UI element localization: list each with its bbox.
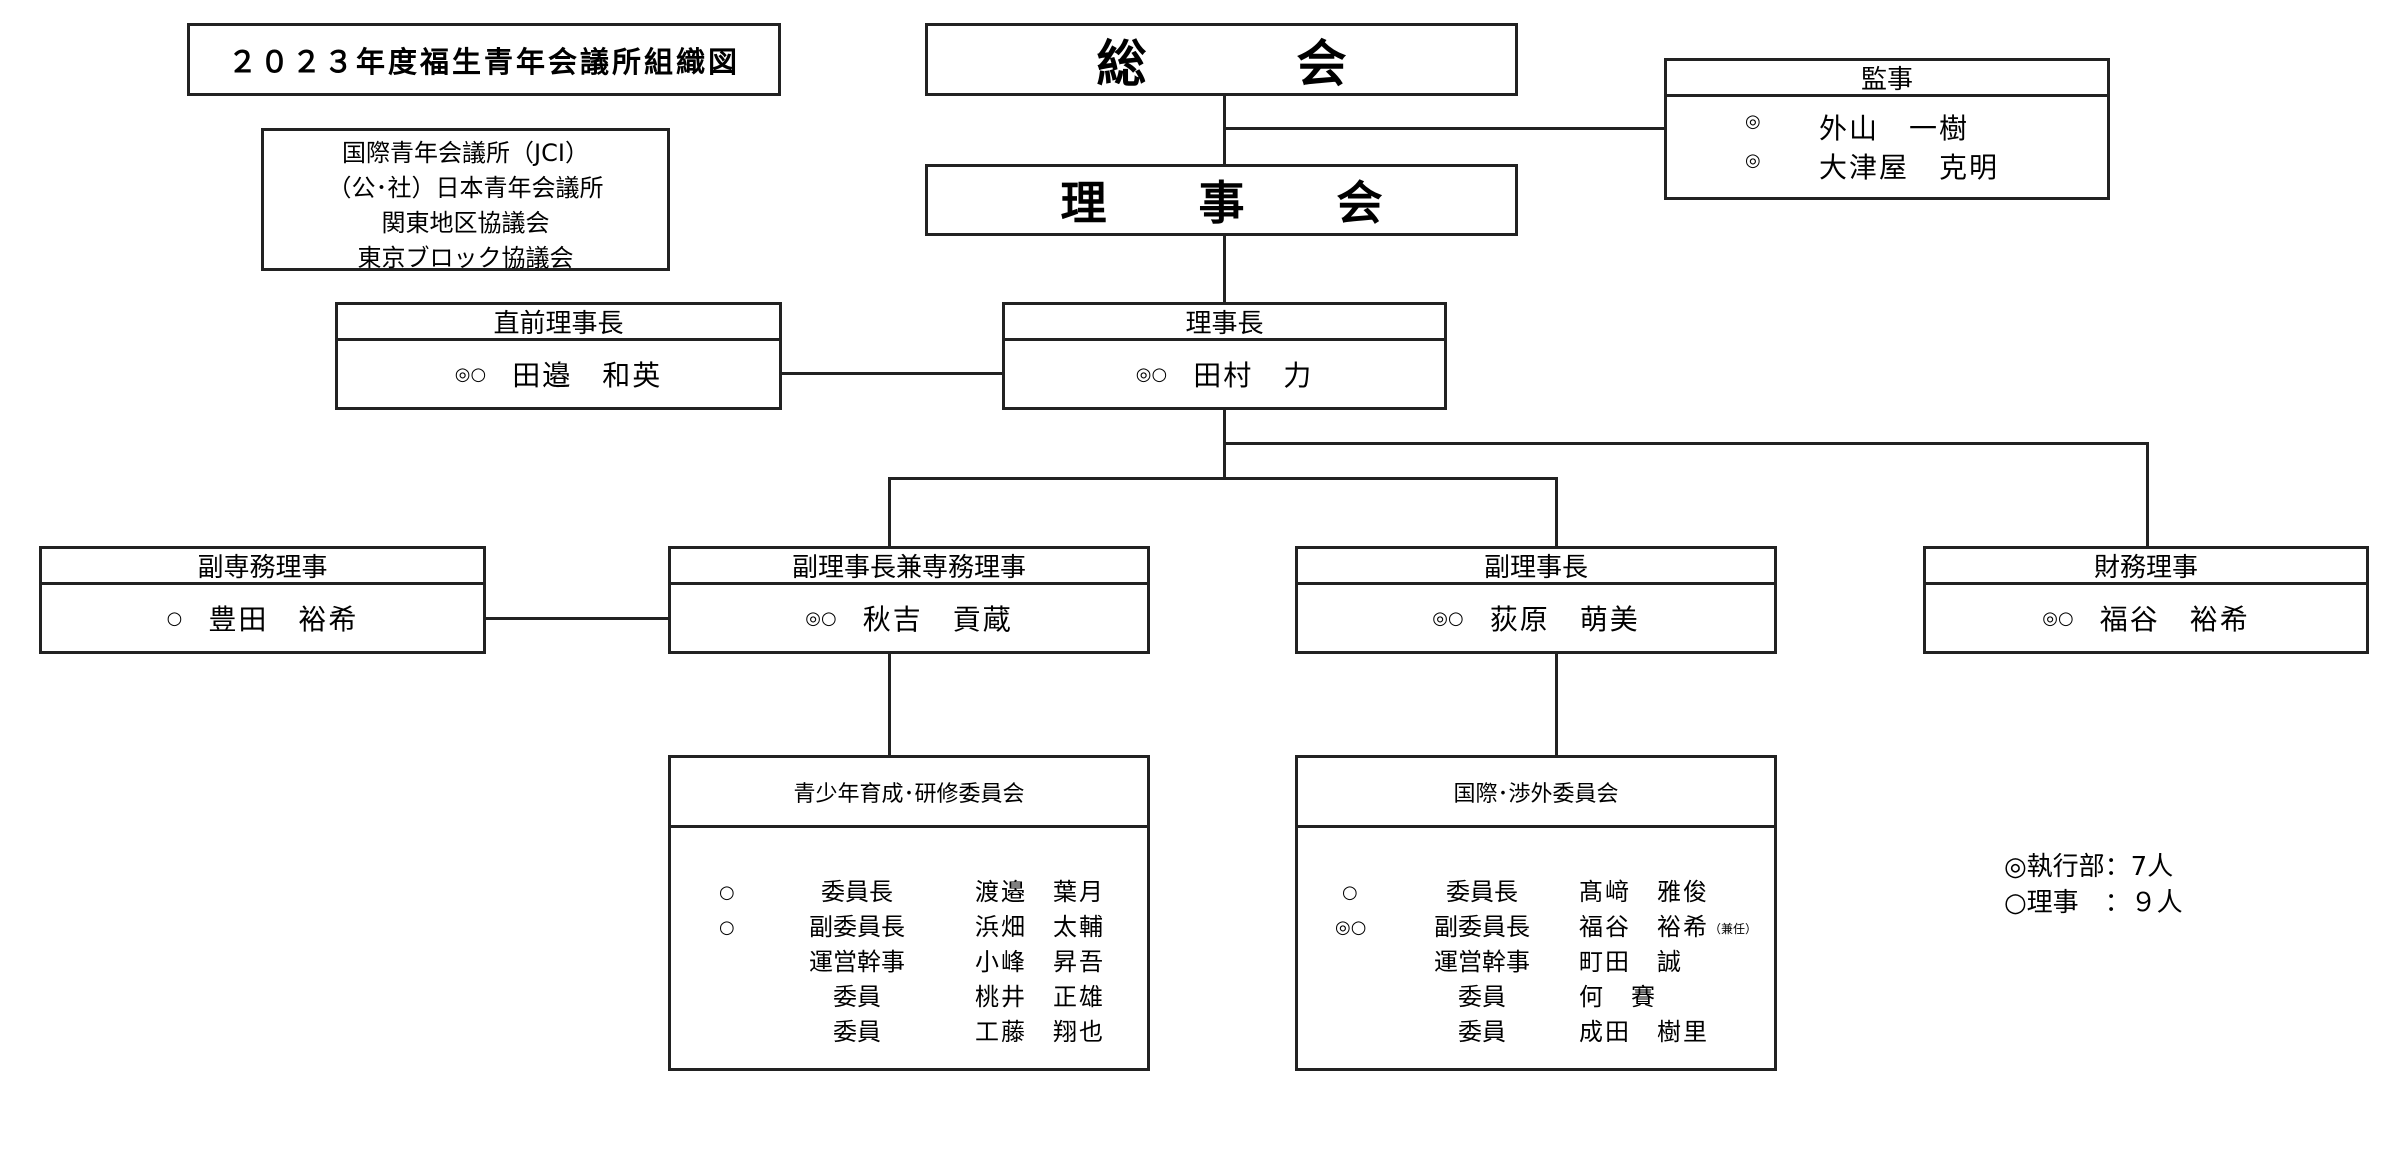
committee-youth-training-title: 青少年育成･研修委員会: [671, 758, 1147, 828]
affiliation-jci: 国際青年会議所（JCI）: [342, 139, 589, 167]
vice-president-mark: ◎○: [1432, 607, 1464, 629]
chart-title-text: ２０２３年度福生青年会議所組織図: [227, 44, 740, 79]
committee2-row-name: 何 賽: [1579, 983, 1657, 1011]
auditor-2-name: 大津屋 克明: [1819, 151, 2000, 184]
connector-treasurer-v: [2146, 442, 2149, 548]
connector-committee1: [888, 654, 891, 757]
committee2-row-role: 委員: [1458, 1018, 1506, 1046]
committee2-row: ○ 委員長 髙﨑 雅俊: [1298, 875, 1774, 910]
connector-vice-managing: [484, 617, 669, 620]
committee2-row-role: 副委員長: [1434, 913, 1530, 941]
connector-committee2: [1555, 654, 1558, 757]
vice-managing-director-name: 豊田 裕希: [208, 603, 359, 636]
past-president-header: 直前理事長: [338, 305, 779, 341]
committee1-row-role: 委員: [833, 983, 881, 1011]
committee2-row: ◎○ 副委員長 福谷 裕希 （兼任）: [1298, 910, 1774, 945]
legend-directors: ○理事 ：９人: [2004, 888, 2183, 918]
committee2-row-role: 委員: [1458, 983, 1506, 1011]
committee2-row-name: 髙﨑 雅俊: [1579, 878, 1709, 906]
committee2-row-name: 福谷 裕希: [1579, 913, 1709, 941]
connector-assembly-board: [1223, 94, 1226, 166]
affiliation-jjc: （公･社）日本青年会議所: [327, 174, 604, 202]
committee2-row-name: 成田 樹里: [1579, 1018, 1709, 1046]
committee1-row-name: 渡邉 葉月: [975, 878, 1105, 906]
committee1-row: ○ 委員長 渡邉 葉月: [671, 875, 1147, 910]
auditor-1-mark: ◎: [1745, 111, 1761, 132]
committee-international-title: 国際･渉外委員会: [1298, 758, 1774, 828]
committee1-row-name: 小峰 昇吾: [975, 948, 1105, 976]
vp-managing-director-mark: ◎○: [805, 607, 837, 629]
vice-managing-director-header: 副専務理事: [42, 549, 483, 585]
president-name: 田村 力: [1193, 359, 1314, 392]
board-box: 理 事 会: [925, 164, 1518, 236]
committee2-row-mark: ◎○: [1335, 917, 1367, 938]
committee2-row-name: 町田 誠: [1579, 948, 1683, 976]
vice-managing-director-box: 副専務理事 ○ 豊田 裕希: [39, 546, 486, 654]
vp-managing-director-header: 副理事長兼専務理事: [671, 549, 1147, 585]
committee-international: 国際･渉外委員会 ○ 委員長 髙﨑 雅俊 ◎○ 副委員長 福谷 裕希 （兼任） …: [1295, 755, 1777, 1071]
vp-managing-director-name: 秋吉 貢蔵: [862, 603, 1013, 636]
president-box: 理事長 ◎○ 田村 力: [1002, 302, 1447, 410]
treasurer-name: 福谷 裕希: [2099, 603, 2250, 636]
committee2-row-role: 運営幹事: [1434, 948, 1530, 976]
committee2-row-note: （兼任）: [1709, 922, 1758, 936]
general-assembly-box: 総 会: [925, 23, 1518, 96]
connector-vp-h: [888, 477, 1558, 480]
committee1-row-mark: ○: [719, 917, 735, 938]
committee1-row-name: 工藤 翔也: [975, 1018, 1105, 1046]
treasurer-mark: ◎○: [2042, 607, 2074, 629]
committee1-row: 運営幹事 小峰 昇吾: [671, 945, 1147, 980]
general-assembly-label: 総 会: [1096, 34, 1347, 93]
legend-executive: ◎執行部：7人: [2004, 852, 2174, 882]
committee2-row: 委員 何 賽: [1298, 980, 1774, 1015]
committee1-row: 委員 工藤 翔也: [671, 1015, 1147, 1050]
past-president-box: 直前理事長 ◎○ 田邉 和英: [335, 302, 782, 410]
committee1-row-mark: ○: [719, 882, 735, 903]
committee1-row-name: 浜畑 太輔: [975, 913, 1105, 941]
connector-treasurer-h: [1223, 442, 2148, 445]
treasurer-box: 財務理事 ◎○ 福谷 裕希: [1923, 546, 2369, 654]
vice-president-name: 荻原 萌美: [1489, 603, 1640, 636]
auditors-header: 監事: [1667, 61, 2107, 97]
committee1-row: ○ 副委員長 浜畑 太輔: [671, 910, 1147, 945]
president-header: 理事長: [1005, 305, 1444, 341]
connector-vp-v: [1555, 477, 1558, 548]
connector-board-president: [1223, 234, 1226, 304]
committee1-row-role: 委員長: [821, 878, 893, 906]
auditors-box: 監事 ◎ 外山 一樹 ◎ 大津屋 克明: [1664, 58, 2110, 200]
vice-president-header: 副理事長: [1298, 549, 1774, 585]
auditor-1-name: 外山 一樹: [1819, 112, 1970, 145]
connector-past-president: [781, 372, 1005, 375]
affiliations-box: 国際青年会議所（JCI） （公･社）日本青年会議所 関東地区協議会 東京ブロック…: [261, 128, 670, 272]
auditor-2-mark: ◎: [1745, 150, 1761, 171]
committee1-row-name: 桃井 正雄: [975, 983, 1105, 1011]
committee1-row-role: 運営幹事: [809, 948, 905, 976]
affiliation-tokyo: 東京ブロック協議会: [357, 244, 574, 272]
committee2-row: 委員 成田 樹里: [1298, 1015, 1774, 1050]
connector-auditors: [1223, 127, 1668, 130]
committee1-row-role: 委員: [833, 1018, 881, 1046]
board-label: 理 事 会: [1060, 176, 1383, 230]
vice-president-box: 副理事長 ◎○ 荻原 萌美: [1295, 546, 1777, 654]
connector-vp-managing-v: [888, 477, 891, 548]
committee1-row-role: 副委員長: [809, 913, 905, 941]
past-president-mark: ◎○: [454, 363, 487, 385]
chart-title: ２０２３年度福生青年会議所組織図: [187, 23, 781, 96]
committee2-row-role: 委員長: [1446, 878, 1518, 906]
past-president-name: 田邉 和英: [512, 359, 663, 392]
vice-managing-director-mark: ○: [166, 607, 183, 629]
vp-managing-director-box: 副理事長兼専務理事 ◎○ 秋吉 貢蔵: [668, 546, 1150, 654]
treasurer-header: 財務理事: [1926, 549, 2366, 585]
affiliation-kanto: 関東地区協議会: [381, 209, 550, 237]
president-mark: ◎○: [1135, 363, 1168, 385]
committee-youth-training: 青少年育成･研修委員会 ○ 委員長 渡邉 葉月 ○ 副委員長 浜畑 太輔 運営幹…: [668, 755, 1150, 1071]
committee1-row: 委員 桃井 正雄: [671, 980, 1147, 1015]
committee2-row-mark: ○: [1342, 882, 1358, 903]
committee2-row: 運営幹事 町田 誠: [1298, 945, 1774, 980]
